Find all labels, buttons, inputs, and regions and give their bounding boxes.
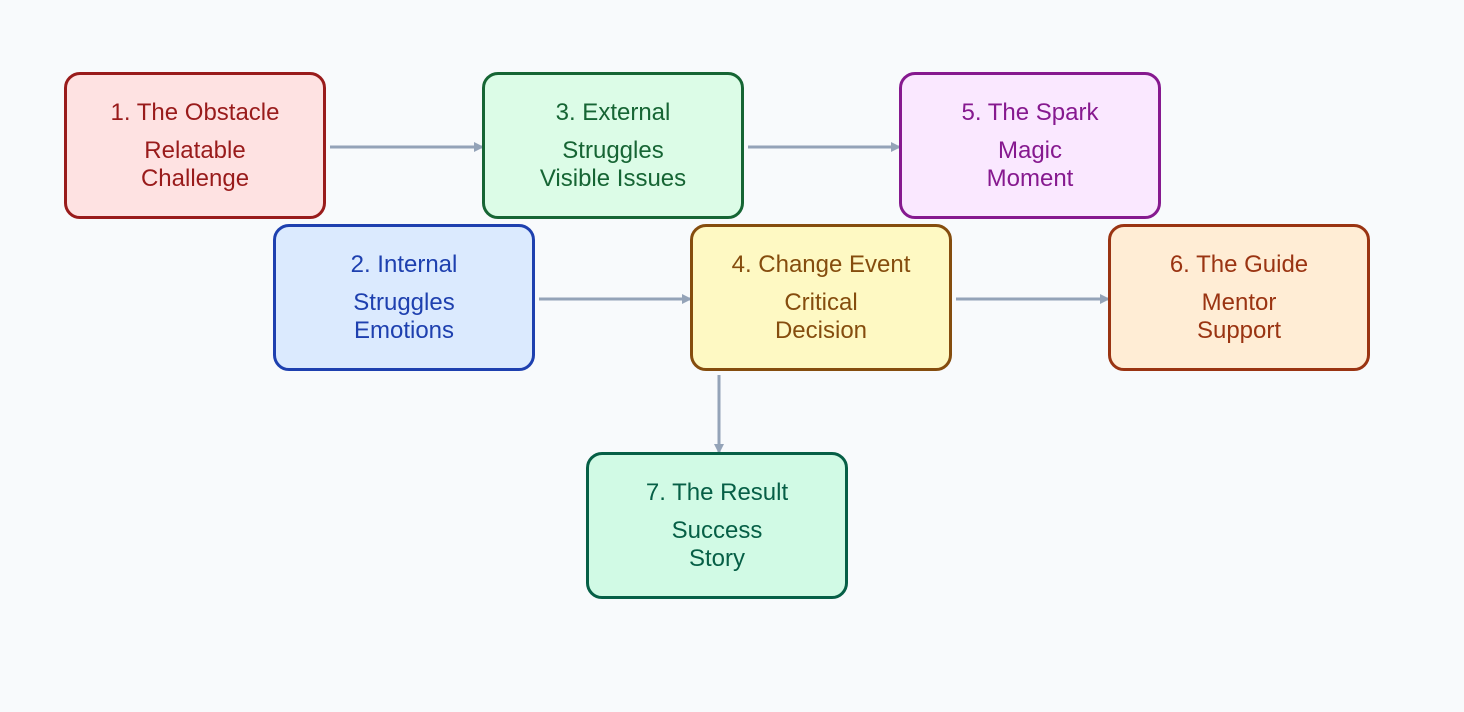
node-line: Critical xyxy=(784,288,858,316)
node-change-event: 4. Change Event Critical Decision xyxy=(690,224,952,371)
node-title: 1. The Obstacle xyxy=(110,98,280,126)
node-line: Decision xyxy=(774,316,868,344)
node-internal: 2. Internal Struggles Emotions xyxy=(273,224,535,371)
node-line: Challenge xyxy=(140,164,250,192)
node-line: Struggles xyxy=(353,288,455,316)
node-title: 4. Change Event xyxy=(731,250,911,278)
node-title: 6. The Guide xyxy=(1169,250,1309,278)
node-line: Magic xyxy=(997,136,1063,164)
node-title: 5. The Spark xyxy=(961,98,1099,126)
node-obstacle: 1. The Obstacle Relatable Challenge xyxy=(64,72,326,219)
node-line: Success xyxy=(671,516,763,544)
node-line: Emotions xyxy=(353,316,455,344)
node-line: Relatable xyxy=(144,136,246,164)
node-line: Story xyxy=(688,544,745,572)
node-line: Moment xyxy=(986,164,1074,192)
node-line: Visible Issues xyxy=(539,164,687,192)
node-external: 3. External Struggles Visible Issues xyxy=(482,72,744,219)
node-result: 7. The Result Success Story xyxy=(586,452,848,599)
node-title: 3. External xyxy=(555,98,671,126)
node-title: 2. Internal xyxy=(350,250,458,278)
node-title: 7. The Result xyxy=(645,478,789,506)
node-spark: 5. The Spark Magic Moment xyxy=(899,72,1161,219)
node-line: Support xyxy=(1196,316,1282,344)
node-line: Struggles xyxy=(562,136,664,164)
node-guide: 6. The Guide Mentor Support xyxy=(1108,224,1370,371)
node-line: Mentor xyxy=(1201,288,1277,316)
